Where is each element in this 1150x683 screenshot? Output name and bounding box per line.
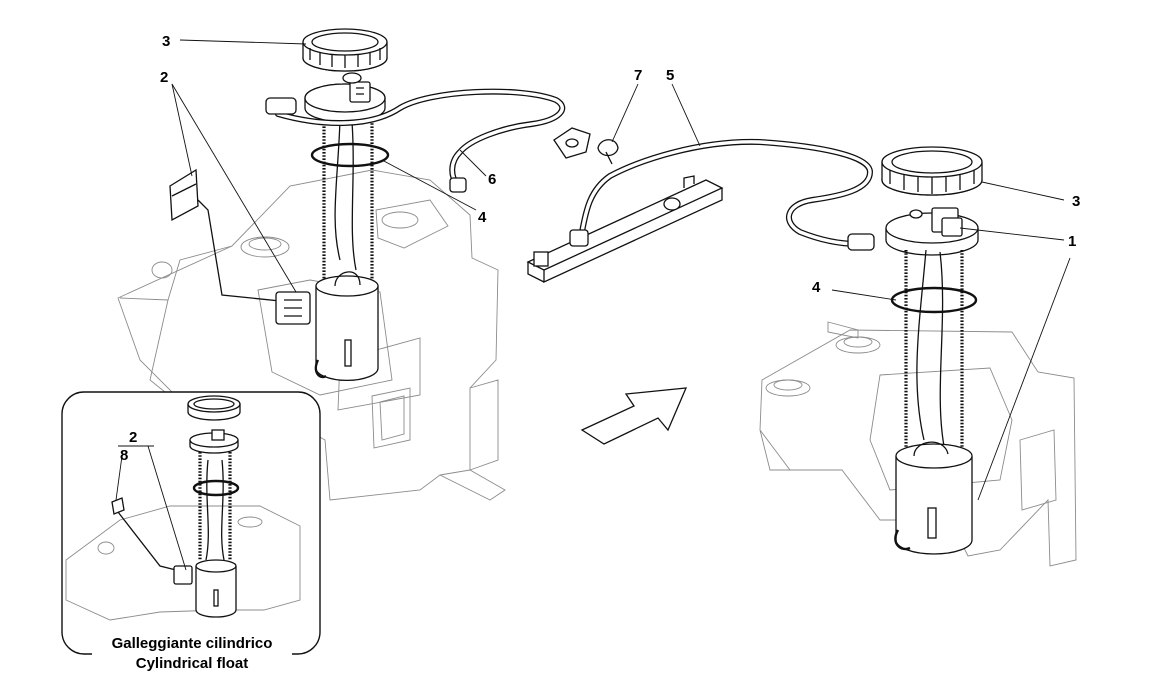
callout-4-right: 4 xyxy=(812,279,821,296)
callout-2-inset: 2 xyxy=(129,429,137,446)
leader-lines xyxy=(115,39,1071,571)
right-pump-flange xyxy=(885,207,979,256)
left-level-sender xyxy=(169,168,311,325)
callout-labels: 1 2 2 3 3 4 4 5 6 7 8 xyxy=(120,33,1080,464)
left-lock-ring xyxy=(302,28,388,72)
callout-4-left: 4 xyxy=(478,209,487,226)
callout-8: 8 xyxy=(120,447,128,464)
right-pump-rods xyxy=(904,249,964,450)
fuel-rail xyxy=(526,175,724,284)
right-seal-ring xyxy=(890,286,978,314)
clamp-and-gasket xyxy=(553,127,619,165)
center-fuel-hose xyxy=(569,138,875,251)
callout-6: 6 xyxy=(488,171,496,188)
left-pump-canister xyxy=(314,271,379,382)
inset-caption-english: Cylindrical float xyxy=(136,655,249,672)
callout-3-left: 3 xyxy=(162,33,170,50)
callout-2-main: 2 xyxy=(160,69,168,86)
direction-arrow xyxy=(580,387,688,445)
right-pump-canister xyxy=(894,441,973,555)
inset-caption-italian: Galleggiante cilindrico xyxy=(112,635,273,652)
callout-3-right: 3 xyxy=(1072,193,1080,210)
left-fuel-hose xyxy=(265,88,566,193)
left-pump-flange xyxy=(304,72,386,123)
callout-7: 7 xyxy=(634,67,642,84)
right-lock-ring xyxy=(881,146,983,196)
left-seal-ring xyxy=(310,142,390,168)
inset-drawing xyxy=(65,395,301,621)
callout-1: 1 xyxy=(1068,233,1076,250)
inset-caption: Galleggiante cilindrico Cylindrical floa… xyxy=(92,630,292,676)
callout-5: 5 xyxy=(666,67,674,84)
